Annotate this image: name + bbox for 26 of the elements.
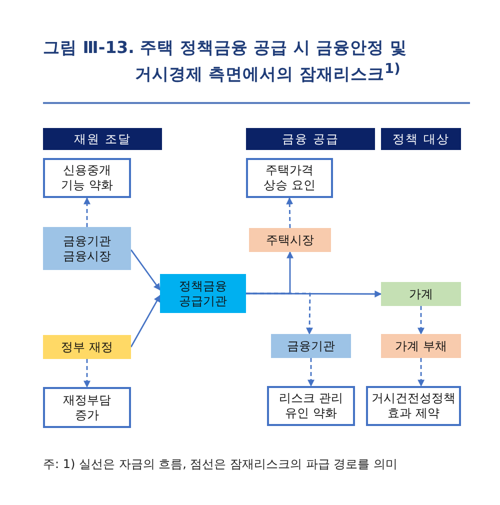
sector-box: 정부 재정	[43, 335, 131, 359]
sector-box: 가계	[381, 282, 461, 306]
dashed-arrow	[84, 197, 90, 227]
sector-box: 금융기관 금융시장	[43, 227, 131, 270]
dashed-arrow	[418, 306, 424, 335]
footnote: 주: 1) 실선은 자금의 흐름, 점선은 잠재리스크의 파급 경로를 의미	[43, 456, 399, 473]
risk-box: 신용중개 기능 약화	[43, 158, 131, 198]
dashed-arrow	[418, 358, 425, 387]
dashed-arrow	[84, 359, 90, 388]
column-header: 금융 공급	[246, 128, 375, 150]
dashed-arrow	[286, 197, 294, 228]
risk-box: 재정부담 증가	[43, 387, 131, 428]
column-header: 재원 조달	[43, 128, 162, 150]
arrow	[130, 294, 161, 348]
sector-box: 가계 부채	[381, 334, 461, 358]
dashed-arrow	[308, 358, 314, 387]
figure-title: 그림 Ⅲ-13. 주택 정책금융 공급 시 금융안정 및 거시경제 측면에서의 잠재리스크$^{1)}$	[43, 37, 408, 86]
risk-box: 주택가격 상승 요인	[246, 158, 333, 198]
sector-box: 주택시장	[249, 228, 331, 252]
risk-box: 거시건전성정책 효과 제약	[366, 386, 461, 426]
column-header: 정책 대상	[381, 128, 461, 150]
arrow	[130, 249, 161, 291]
policy-box: 정책금융 공급기관	[160, 274, 246, 313]
sector-box: 금융기관	[271, 334, 351, 358]
dashed-arrow	[246, 292, 313, 335]
risk-box: 리스크 관리 유인 약화	[267, 386, 355, 426]
